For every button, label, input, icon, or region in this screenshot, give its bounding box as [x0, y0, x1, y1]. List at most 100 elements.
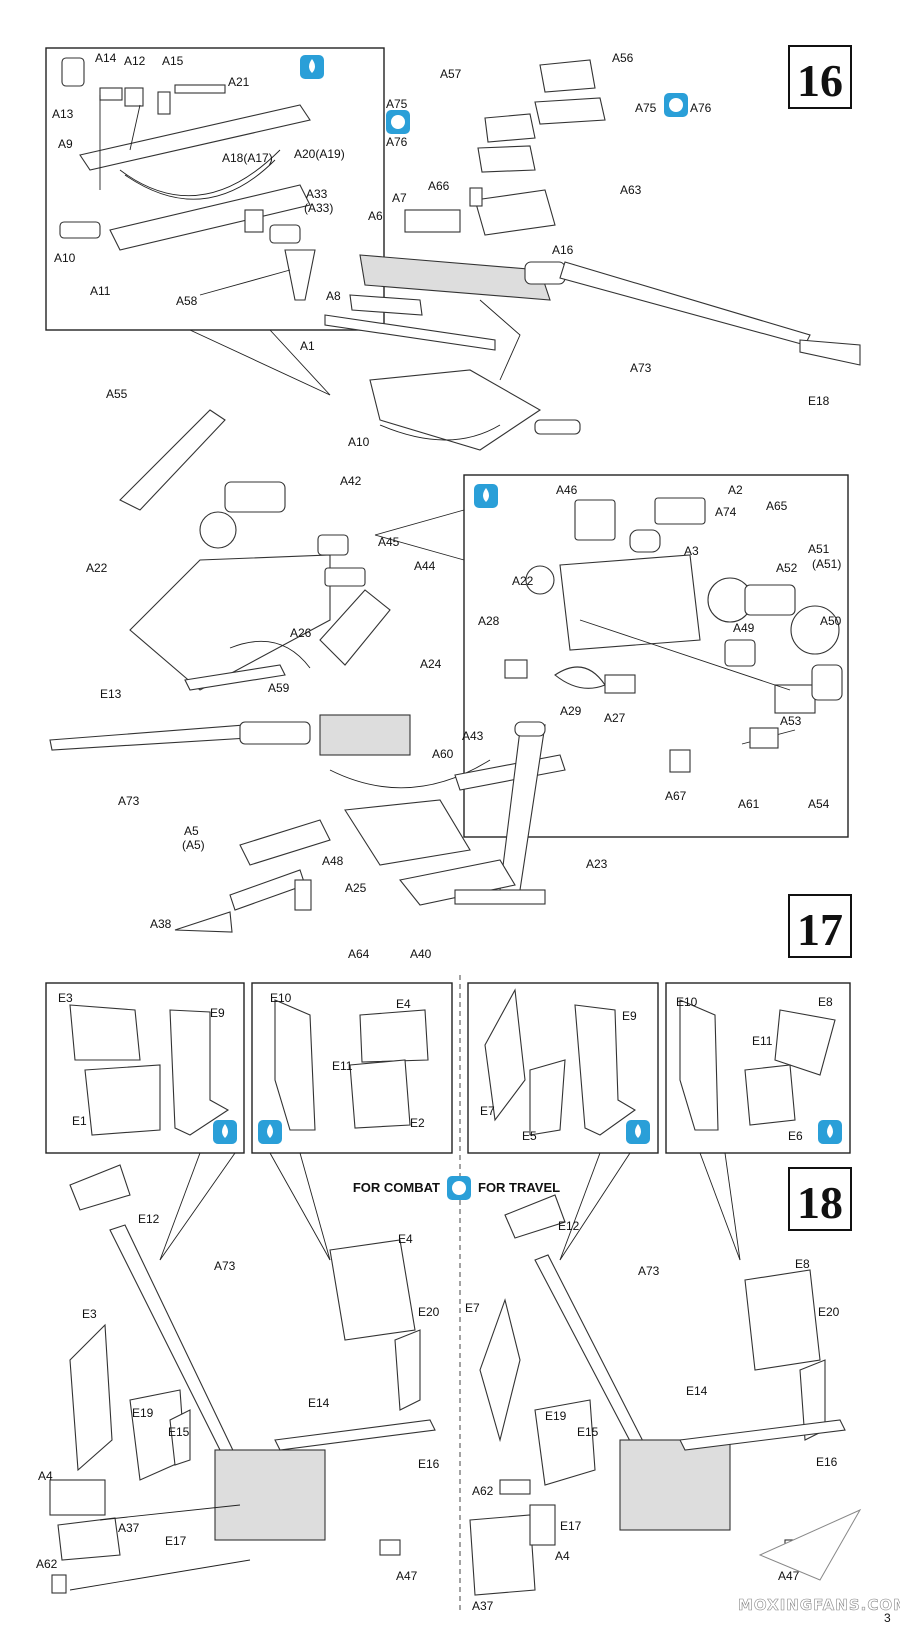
svg-text:E11: E11: [332, 1059, 353, 1073]
step-16: 16 A13 A14: [45, 45, 861, 451]
svg-text:A27: A27: [604, 711, 626, 725]
svg-text:E12: E12: [558, 1219, 580, 1233]
svg-text:(A33): (A33): [304, 201, 333, 215]
svg-text:A40: A40: [410, 947, 432, 961]
svg-text:E8: E8: [818, 995, 833, 1009]
svg-text:E4: E4: [396, 997, 411, 1011]
svg-text:E14: E14: [686, 1384, 708, 1398]
svg-text:A52: A52: [776, 561, 798, 575]
svg-text:A4: A4: [38, 1469, 53, 1483]
svg-text:E4: E4: [398, 1232, 413, 1246]
svg-text:A62: A62: [36, 1557, 58, 1571]
step-18: 18 FOR COMBAT FOR TRAVEL: [36, 975, 900, 1625]
svg-text:A75: A75: [386, 97, 408, 111]
svg-text:A8: A8: [326, 289, 341, 303]
svg-text:A29: A29: [560, 704, 582, 718]
svg-text:A43: A43: [462, 729, 484, 743]
svg-text:A1: A1: [300, 339, 315, 353]
svg-text:A25: A25: [345, 881, 367, 895]
svg-text:A24: A24: [420, 657, 442, 671]
option-choice-icon: [664, 93, 688, 117]
svg-text:E12: E12: [138, 1212, 160, 1226]
svg-text:A45: A45: [378, 535, 400, 549]
for-combat-label: FOR COMBAT: [353, 1180, 440, 1195]
svg-text:A66: A66: [428, 179, 450, 193]
main-16-labels: A57 A56 A75 A76 A75 A76 A66 A63 A7 A6 A1…: [300, 51, 830, 449]
combat-assembly: [49, 1164, 436, 1594]
combat-labels: E12 A73 E4 E20 E3 E14 E19 E15 A4 E16 A37…: [36, 1212, 440, 1583]
inset-mount-parts: [504, 497, 843, 773]
svg-text:E14: E14: [308, 1396, 330, 1410]
svg-text:A58: A58: [176, 294, 198, 308]
svg-text:A13: A13: [52, 107, 74, 121]
for-travel-label: FOR TRAVEL: [478, 1180, 560, 1195]
svg-text:E9: E9: [622, 1009, 637, 1023]
inset-17-labels: A46 A2 A74 A3 A65 A51 (A51) A52 A22 A50 …: [478, 483, 842, 811]
svg-text:A26: A26: [290, 626, 312, 640]
svg-text:A54: A54: [808, 797, 830, 811]
step-number-box: [788, 45, 852, 109]
option-choice-icon: [447, 1176, 471, 1200]
svg-text:A22: A22: [86, 561, 108, 575]
svg-text:A74: A74: [715, 505, 737, 519]
step-number-box: [788, 894, 852, 958]
svg-text:A38: A38: [150, 917, 172, 931]
svg-text:A47: A47: [396, 1569, 418, 1583]
svg-text:A51: A51: [808, 542, 830, 556]
receiver-assembly: [324, 187, 861, 451]
inset-frame: [45, 47, 385, 331]
shield-plates: [69, 988, 836, 1136]
step-number: 17: [797, 904, 843, 955]
svg-text:A20(A19): A20(A19): [294, 147, 345, 161]
glue-drop-icon: [213, 1120, 237, 1144]
svg-text:E13: E13: [100, 687, 122, 701]
svg-text:A11: A11: [90, 284, 111, 298]
svg-text:A4: A4: [555, 1549, 570, 1563]
svg-text:A60: A60: [432, 747, 454, 761]
inset-labels: A13 A14 A12 A15 A21 A9 A18(A17) A20(A19)…: [52, 51, 345, 308]
svg-text:E7: E7: [480, 1104, 495, 1118]
svg-text:A76: A76: [690, 101, 712, 115]
inset-frame: [665, 982, 851, 1154]
svg-text:A61: A61: [738, 797, 760, 811]
svg-text:A18(A17): A18(A17): [222, 151, 273, 165]
combat-travel-header: FOR COMBAT FOR TRAVEL: [353, 1176, 560, 1200]
option-choice-icon: [386, 110, 410, 134]
ammo-clips: [386, 59, 688, 236]
svg-text:E10: E10: [676, 995, 698, 1009]
svg-text:A57: A57: [440, 67, 462, 81]
svg-text:A3: A3: [684, 544, 699, 558]
svg-text:A12: A12: [124, 54, 146, 68]
svg-text:(A51): (A51): [812, 557, 841, 571]
svg-text:E3: E3: [82, 1307, 97, 1321]
step-number: 18: [797, 1177, 843, 1228]
svg-text:E15: E15: [577, 1425, 599, 1439]
svg-text:A15: A15: [162, 54, 184, 68]
svg-text:A63: A63: [620, 183, 642, 197]
svg-text:A21: A21: [228, 75, 250, 89]
inset-barrel-assembly: [59, 57, 316, 301]
svg-text:E17: E17: [165, 1534, 187, 1548]
svg-text:E16: E16: [816, 1455, 838, 1469]
inset-frame: [251, 982, 453, 1154]
svg-text:A73: A73: [630, 361, 652, 375]
svg-text:A55: A55: [106, 387, 128, 401]
svg-text:A73: A73: [118, 794, 140, 808]
svg-text:A53: A53: [780, 714, 802, 728]
svg-text:A44: A44: [414, 559, 436, 573]
svg-text:E10: E10: [270, 991, 292, 1005]
svg-text:A48: A48: [322, 854, 344, 868]
svg-text:E19: E19: [545, 1409, 567, 1423]
svg-text:E16: E16: [418, 1457, 440, 1471]
svg-text:A75: A75: [635, 101, 657, 115]
svg-text:A6: A6: [368, 209, 383, 223]
svg-text:A5: A5: [184, 824, 199, 838]
svg-text:A16: A16: [552, 243, 574, 257]
travel-assembly: [469, 1194, 846, 1596]
main-17-labels: A55 A42 A45 A44 A22 A26 A24 A59 E13 A73 …: [86, 387, 608, 961]
svg-text:A49: A49: [733, 621, 755, 635]
step-number-box: [788, 1167, 852, 1231]
svg-text:E15: E15: [168, 1425, 190, 1439]
svg-text:A7: A7: [392, 191, 407, 205]
